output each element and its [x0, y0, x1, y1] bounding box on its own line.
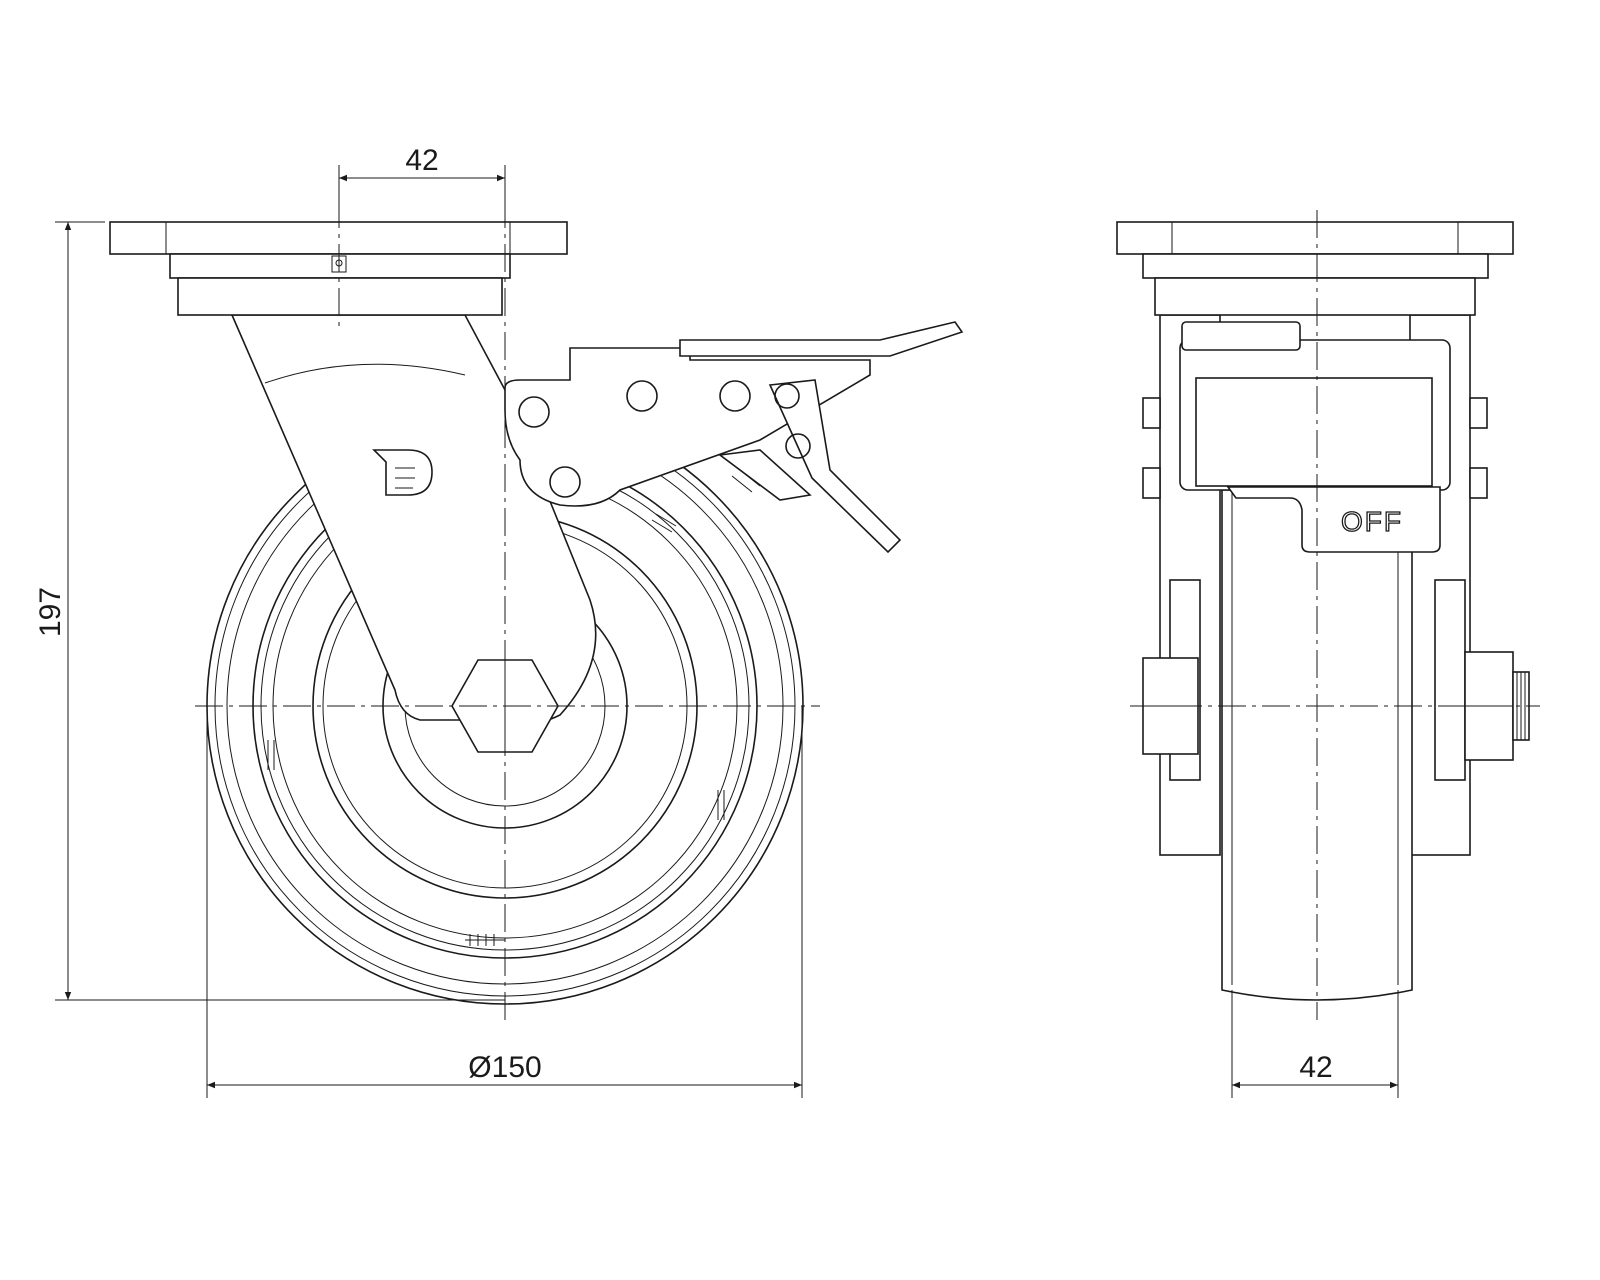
brake-off-indicator: OFF	[1226, 486, 1441, 553]
front-view: OFF	[1116, 210, 1540, 1020]
dim-offset-label: 42	[405, 144, 438, 177]
brake-lever	[504, 321, 964, 554]
dim-height-label: 197	[34, 587, 67, 637]
brake-housing	[1179, 321, 1451, 491]
side-view	[109, 200, 964, 1020]
top-plate-front	[1116, 221, 1514, 316]
dim-diameter-label: Ø150	[468, 1051, 541, 1084]
brand-logo	[372, 449, 433, 496]
dim-width-label: 42	[1299, 1051, 1332, 1084]
off-label: OFF	[1341, 506, 1403, 537]
dimensions: 42 197 Ø150 42	[34, 144, 1399, 1098]
